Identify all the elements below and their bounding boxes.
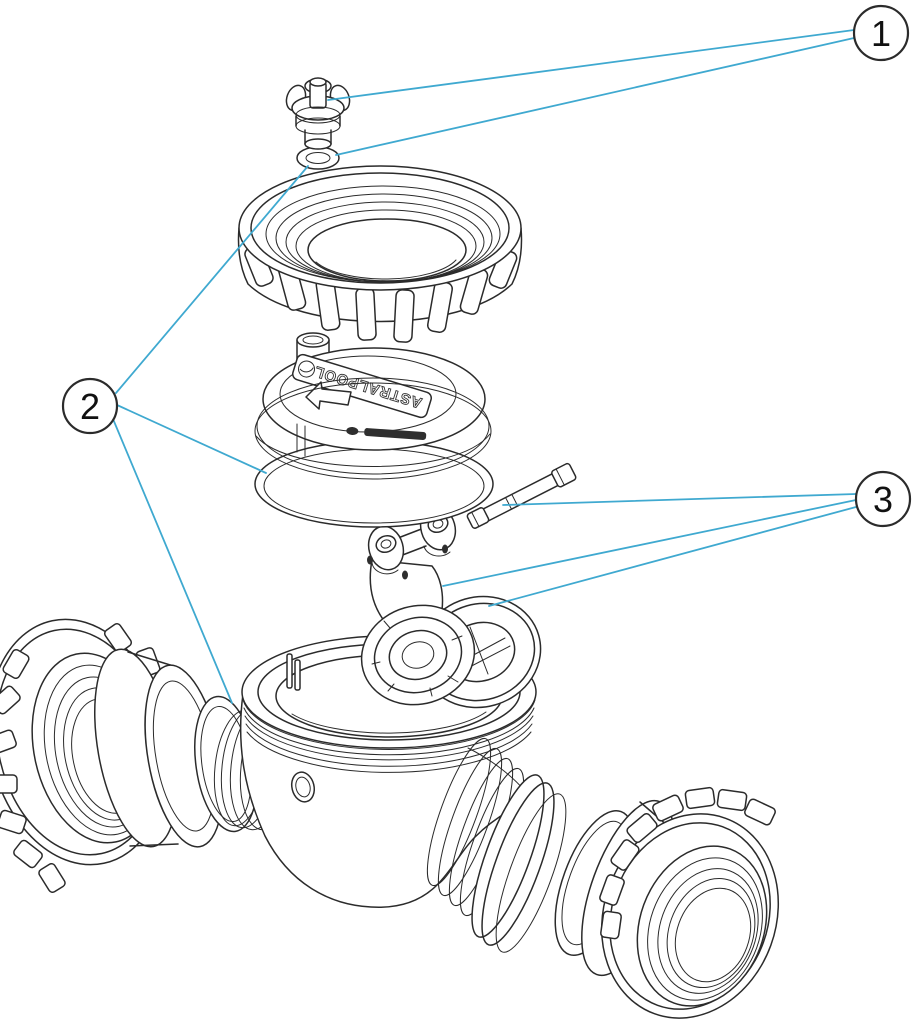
pin-clip: [466, 507, 490, 529]
leader-1-knob: [327, 29, 855, 101]
hinge-bolt: [367, 555, 373, 565]
right-union-nut-grip-slots: [599, 786, 776, 940]
leader-3-clapper: [442, 499, 857, 587]
left-union-nut-grip-slots: [0, 623, 161, 894]
callout-3-label: 3: [873, 479, 893, 520]
purge-plug-o-ring: [296, 146, 340, 170]
purge-plug: [285, 77, 351, 150]
hinge-bolt: [402, 570, 408, 580]
leader-lines: [112, 29, 857, 704]
hinge-bolt: [442, 544, 448, 554]
clapper-disc: [360, 604, 476, 706]
lid-o-ring: [254, 440, 494, 528]
callout-3[interactable]: 3: [854, 470, 912, 528]
flow-direction-marking: [346, 426, 427, 440]
callout-2[interactable]: 2: [61, 377, 119, 435]
leader-2-union-oring: [112, 418, 233, 704]
body-pin: [294, 659, 301, 691]
right-union-nut: [599, 786, 780, 1019]
clapper: [360, 505, 476, 706]
brand-logo-icon: [298, 360, 316, 378]
lid: ASTRALPOOL: [254, 332, 492, 480]
leader-1-oring: [335, 37, 855, 156]
lid-nut: [237, 165, 523, 343]
body-pin: [286, 653, 293, 689]
leader-2-purge-oring: [115, 165, 309, 394]
callout-2-label: 2: [80, 386, 100, 427]
body-front-boss: [290, 771, 316, 803]
lid-nut-grip-slots: [244, 245, 518, 343]
callout-1[interactable]: 1: [852, 4, 910, 62]
leader-2-lid-oring: [116, 404, 267, 474]
body-right-port: [426, 737, 567, 953]
leader-3-pin: [502, 493, 857, 506]
leader-3-seat: [488, 506, 857, 607]
callout-1-label: 1: [871, 13, 891, 54]
